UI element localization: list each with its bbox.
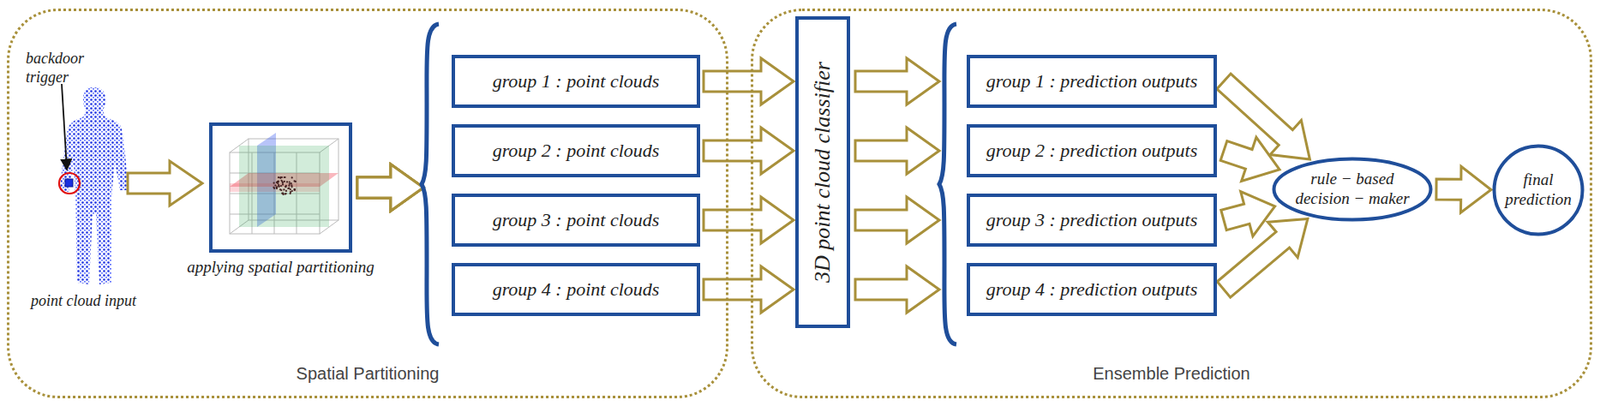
process-box: group 1 : point clouds [451,54,701,108]
dotted-region: Ensemble Prediction group 1 : prediction … [750,8,1593,399]
dotted-region: Spatial Partitioning applying spatial par… [6,8,729,399]
node-text: group 1 : point clouds [492,70,660,93]
figure-label-text: backdoor trigger [25,49,84,86]
node-text: 3D point cloud classifier [809,61,836,283]
hollow-arrow [855,197,940,244]
hollow-arrow [1221,191,1276,237]
image-caption: applying spatial partitioning [186,257,375,277]
hollow-arrow [357,164,424,211]
figure-label-text: point cloud input [30,292,137,310]
node-text: group 1 : prediction outputs [986,70,1198,93]
image-box: applying spatial partitioning [209,122,353,253]
figure-label: point cloud input [30,292,137,311]
hollow-arrow [703,197,794,244]
node-text: group 3 : prediction outputs [986,209,1198,232]
decision-ellipse: rule − based decision − maker [1271,156,1433,222]
hollow-arrow [127,161,203,206]
group-brace [421,23,957,345]
hollow-arrow [357,164,424,211]
hollow-arrow [703,127,794,174]
hollow-arrow [1220,137,1280,181]
node-text: group 4 : prediction outputs [986,278,1198,301]
region-label: Ensemble Prediction [753,364,1590,384]
process-box: group 2 : prediction outputs [966,124,1217,178]
process-box: group 4 : prediction outputs [966,263,1217,317]
hollow-arrow [855,58,940,105]
hollow-arrow [1436,166,1492,213]
node-text: final prediction [1504,170,1573,210]
node-text: group 2 : prediction outputs [986,139,1198,162]
node-text: group 4 : point clouds [492,278,660,301]
region-label: Spatial Partitioning [9,364,726,384]
process-box: group 1 : prediction outputs [966,54,1217,108]
figure-label: backdoor trigger [25,49,103,87]
node-text: group 2 : point clouds [492,139,660,162]
hollow-arrow [855,127,940,174]
partition-illustration [229,132,339,234]
node-text: Ensemble Prediction [1092,364,1250,384]
hollow-arrow [703,266,794,313]
point-cloud-figure [59,83,129,285]
node-text: group 3 : point clouds [492,209,660,232]
node-text: applying spatial partitioning [186,257,375,276]
process-box: group 2 : point clouds [451,124,701,178]
hollow-arrow [357,164,424,211]
process-box: group 3 : prediction outputs [966,193,1217,247]
hollow-arrow [357,164,424,211]
hollow-arrow [1216,218,1308,298]
classifier-box: 3D point cloud classifier [795,16,851,329]
hollow-arrow [703,58,794,105]
process-box: group 3 : point clouds [451,193,701,247]
hollow-arrow [855,266,940,313]
node-text: rule − based decision − maker [1288,169,1417,210]
output-circle: final prediction [1492,143,1585,237]
node-text: Spatial Partitioning [296,364,440,384]
process-box: group 4 : point clouds [451,263,701,317]
